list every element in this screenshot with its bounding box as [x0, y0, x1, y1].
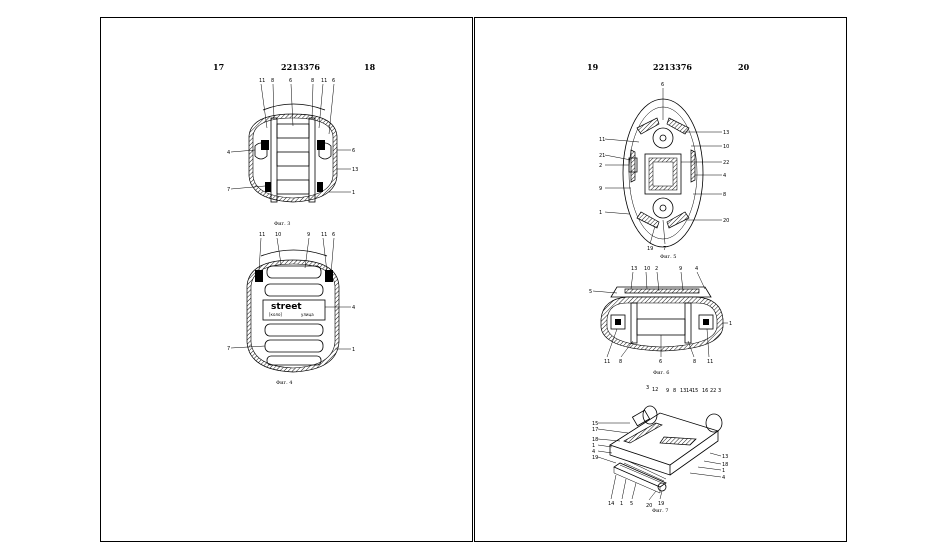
fig5-label-right-5: 8 — [723, 192, 726, 198]
fig5-label-right-2: 10 — [723, 144, 729, 150]
fig7-label-top-9: 22 — [710, 388, 716, 394]
fig6-label-left-1: 5 — [589, 289, 592, 295]
fig6-label-bottom-5: 11 — [707, 359, 713, 365]
fig6-label-bottom-1: 11 — [604, 359, 610, 365]
figure-7-drawing: 3 12 9 8 13 14 15 16 22 3 15 17 18 1 4 1… — [592, 385, 728, 509]
fig5-label-right-4: 4 — [723, 173, 726, 179]
fig7-label-top-8: 16 — [702, 388, 708, 394]
fig6-label-right-1: 1 — [729, 321, 732, 327]
fig7-label-right-2: 18 — [722, 462, 728, 468]
fig3-label-top-1: 11 — [259, 78, 265, 84]
column-number-right: 18 — [364, 62, 376, 72]
figure-6-drawing: 13 10 2 9 4 5 1 11 8 6 8 11 — [589, 266, 732, 365]
fig7-label-right-1: 13 — [722, 454, 728, 460]
figure-4-drawing: 11 10 9 11 6 street [коло] улица 7 4 1 — [227, 232, 355, 373]
fig7-label-top-10: 3 — [718, 388, 721, 394]
fig4-label-top-2: 10 — [275, 232, 281, 238]
fig4-brand-sub-left: [коло] — [269, 312, 282, 317]
fig4-brand-sub-right: улица — [301, 312, 314, 317]
fig6-label-top-1: 13 — [631, 266, 637, 272]
figure-3-caption: Фиг. 3 — [274, 221, 291, 227]
fig4-label-left-1: 7 — [227, 346, 230, 352]
fig7-label-left-6: 19 — [592, 455, 598, 461]
fig5-label-top-1: 6 — [661, 82, 664, 88]
figure-5-drawing: 6 11 21 2 9 1 13 10 22 4 8 — [599, 82, 729, 252]
fig7-label-right-3: 1 — [722, 468, 725, 474]
fig7-label-top-2: 12 — [652, 387, 658, 393]
fig3-label-right-3: 1 — [352, 190, 355, 196]
column-number-left: 17 — [213, 62, 225, 72]
fig7-label-top-4: 8 — [673, 388, 676, 394]
fig4-label-right-1: 4 — [352, 305, 355, 311]
fig5-label-left-1: 11 — [599, 137, 605, 143]
fig6-label-top-2: 10 — [644, 266, 650, 272]
fig7-label-top-3: 9 — [666, 388, 669, 394]
fig7-label-left-3: 18 — [592, 437, 598, 443]
fig7-label-top-7: 15 — [692, 388, 698, 394]
fig5-label-right-1: 13 — [723, 130, 729, 136]
fig5-label-left-5: 1 — [599, 210, 602, 216]
fig3-label-top-2: 8 — [271, 78, 274, 84]
fig3-label-left-2: 7 — [227, 187, 230, 193]
fig4-label-right-2: 1 — [352, 347, 355, 353]
fig7-label-bottom-5: 19 — [658, 501, 664, 507]
fig7-label-left-5: 4 — [592, 449, 595, 455]
fig7-label-bottom-4: 20 — [646, 503, 652, 509]
fig5-label-bottom-2: 7 — [663, 246, 666, 252]
column-number-right: 20 — [738, 62, 750, 72]
fig5-label-left-4: 9 — [599, 186, 602, 192]
fig5-label-right-3: 22 — [723, 160, 729, 166]
patent-number: 2213376 — [281, 62, 320, 72]
fig7-label-bottom-2: 1 — [620, 501, 623, 507]
fig7-label-bottom-3: 5 — [630, 501, 633, 507]
figure-6-caption: Фиг. 6 — [653, 370, 670, 376]
fig7-label-left-4: 1 — [592, 443, 595, 449]
fig3-label-top-6: 6 — [332, 78, 335, 84]
figure-3-drawing: 11 8 6 8 11 6 4 7 6 13 1 — [227, 78, 358, 203]
fig3-label-top-5: 11 — [321, 78, 327, 84]
fig7-label-left-2: 17 — [592, 427, 598, 433]
right-page: 19 2213376 20 6 11 21 2 9 1 13 10 — [474, 17, 847, 542]
fig4-label-top-3: 9 — [307, 232, 310, 238]
fig3-label-right-2: 13 — [352, 167, 358, 173]
fig5-label-bottom-1: 19 — [647, 246, 653, 252]
figure-7-caption: Фиг. 7 — [652, 508, 669, 514]
fig3-label-top-4: 8 — [311, 78, 314, 84]
fig7-label-bottom-1: 14 — [608, 501, 614, 507]
fig5-label-left-3: 2 — [599, 163, 602, 169]
fig7-label-left-1: 15 — [592, 421, 598, 427]
column-number-left: 19 — [587, 62, 599, 72]
fig6-label-bottom-2: 8 — [619, 359, 622, 365]
figure-4-caption: Фиг. 4 — [276, 380, 293, 386]
fig6-label-top-4: 9 — [679, 266, 682, 272]
fig7-label-top-1: 3 — [646, 385, 649, 391]
fig7-label-top-6: 14 — [686, 388, 692, 394]
fig6-label-top-5: 4 — [695, 266, 698, 272]
fig6-label-bottom-4: 8 — [693, 359, 696, 365]
fig7-label-right-4: 4 — [722, 475, 725, 481]
fig4-label-top-1: 11 — [259, 232, 265, 238]
figure-5-caption: Фиг. 5 — [660, 254, 677, 260]
patent-number: 2213376 — [653, 62, 692, 72]
fig3-label-right-1: 6 — [352, 148, 355, 154]
fig4-brand-word: street — [271, 302, 302, 312]
fig6-label-bottom-3: 6 — [659, 359, 662, 365]
fig3-label-left-1: 4 — [227, 150, 230, 156]
fig6-label-top-3: 2 — [655, 266, 658, 272]
fig5-label-right-6: 20 — [723, 218, 729, 224]
fig7-label-top-5: 13 — [680, 388, 686, 394]
fig5-label-left-2: 21 — [599, 153, 605, 159]
fig4-label-top-4: 11 — [321, 232, 327, 238]
fig4-label-top-5: 6 — [332, 232, 335, 238]
left-page: 17 2213376 18 11 8 6 8 11 6 4 7 6 — [100, 17, 473, 542]
fig3-label-top-3: 6 — [289, 78, 292, 84]
